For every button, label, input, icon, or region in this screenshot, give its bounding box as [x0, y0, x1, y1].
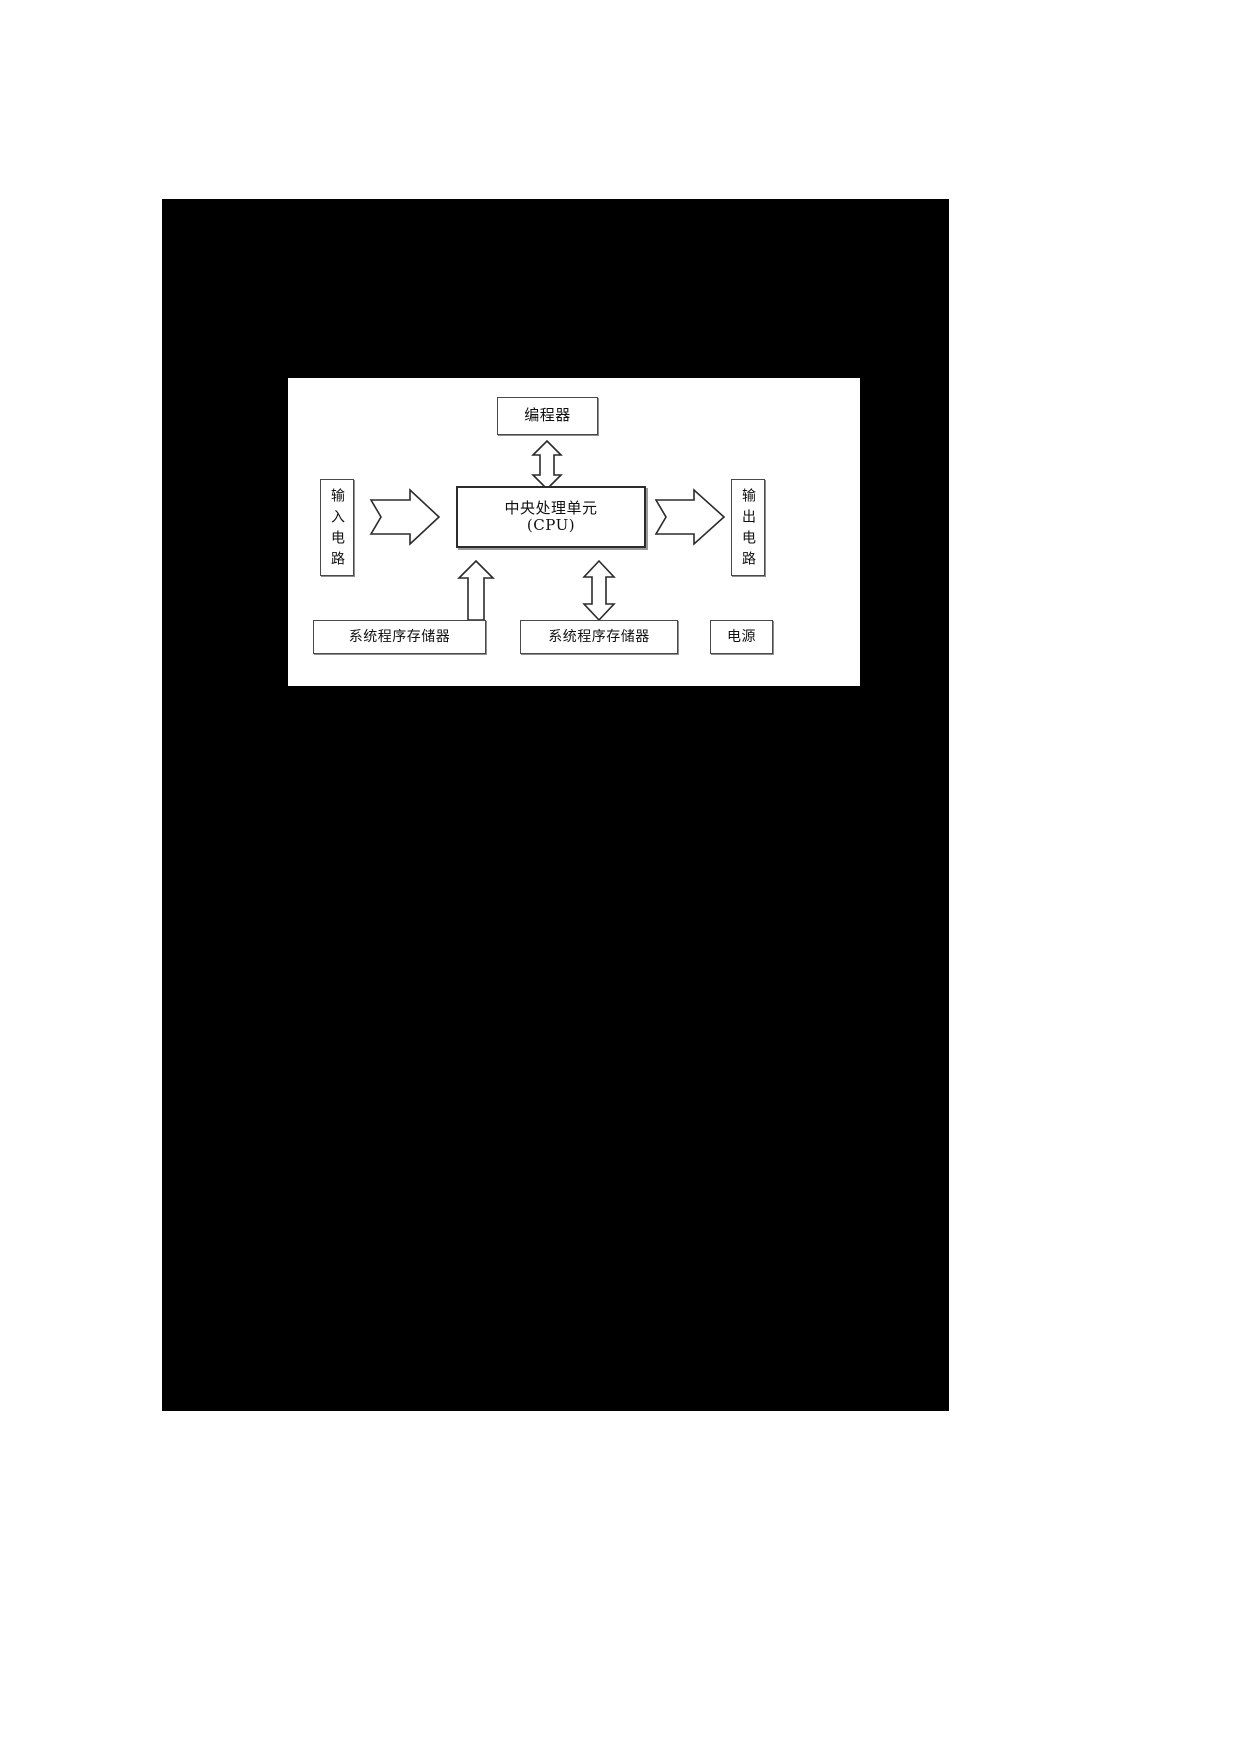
arrow-cpu-to-output-icon — [654, 488, 726, 546]
node-programmer-label: 编程器 — [524, 406, 571, 425]
arrow-input-to-cpu-icon — [369, 488, 441, 546]
node-cpu[interactable]: 中央处理单元 (CPU) — [456, 486, 646, 548]
node-cpu-label-primary: 中央处理单元 — [504, 498, 598, 517]
node-system-memory-1-label: 系统程序存储器 — [348, 628, 451, 645]
node-cpu-label-secondary: (CPU) — [526, 516, 576, 534]
node-power-supply[interactable]: 电源 — [710, 620, 773, 654]
node-system-memory-2[interactable]: 系统程序存储器 — [520, 620, 678, 654]
arrow-memory2-cpu-icon — [582, 559, 616, 622]
node-system-memory-1[interactable]: 系统程序存储器 — [313, 620, 486, 654]
node-power-supply-label: 电源 — [727, 628, 756, 645]
node-system-memory-2-label: 系统程序存储器 — [548, 628, 650, 645]
node-output-circuit[interactable]: 输出电路 — [731, 479, 765, 576]
node-programmer[interactable]: 编程器 — [497, 397, 598, 435]
node-input-circuit-label: 输入电路 — [329, 487, 346, 572]
node-output-circuit-label: 输出电路 — [740, 487, 757, 572]
arrow-memory1-to-cpu-icon — [457, 559, 495, 621]
block-diagram-canvas: 编程器 输入电路 中央处理单元 (CPU) 输出电路 系统程序存储器 系统程序存… — [288, 378, 860, 686]
node-input-circuit[interactable]: 输入电路 — [320, 479, 354, 576]
arrow-programmer-cpu-icon — [531, 439, 563, 491]
